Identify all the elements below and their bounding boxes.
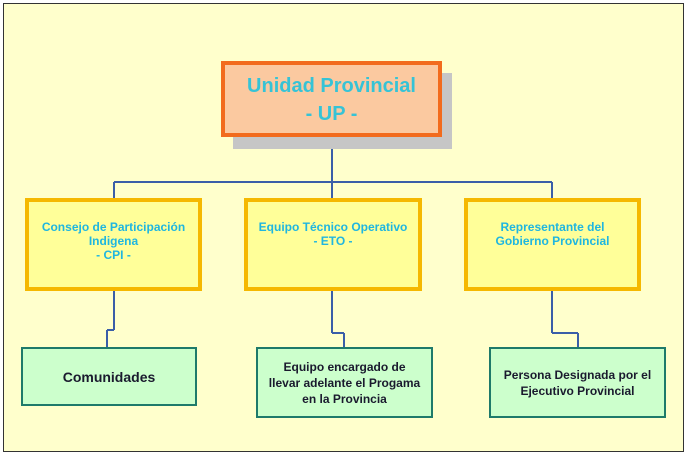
bottom-unit-persona: Persona Designada por el Ejecutivo Provi… (489, 347, 666, 418)
middle-unit-cpi: Consejo de Participación Indigena - CPI … (25, 198, 202, 291)
middle-unit-gobierno: Representante del Gobierno Provincial (464, 198, 641, 291)
middle-unit-eto: Equipo Técnico Operativo - ETO - (244, 198, 422, 291)
bottom-unit-comunidades: Comunidades (21, 347, 197, 406)
bottom-unit-equipo: Equipo encargado de llevar adelante el P… (256, 347, 433, 418)
top-unit-box: Unidad Provincial - UP - (221, 61, 442, 137)
